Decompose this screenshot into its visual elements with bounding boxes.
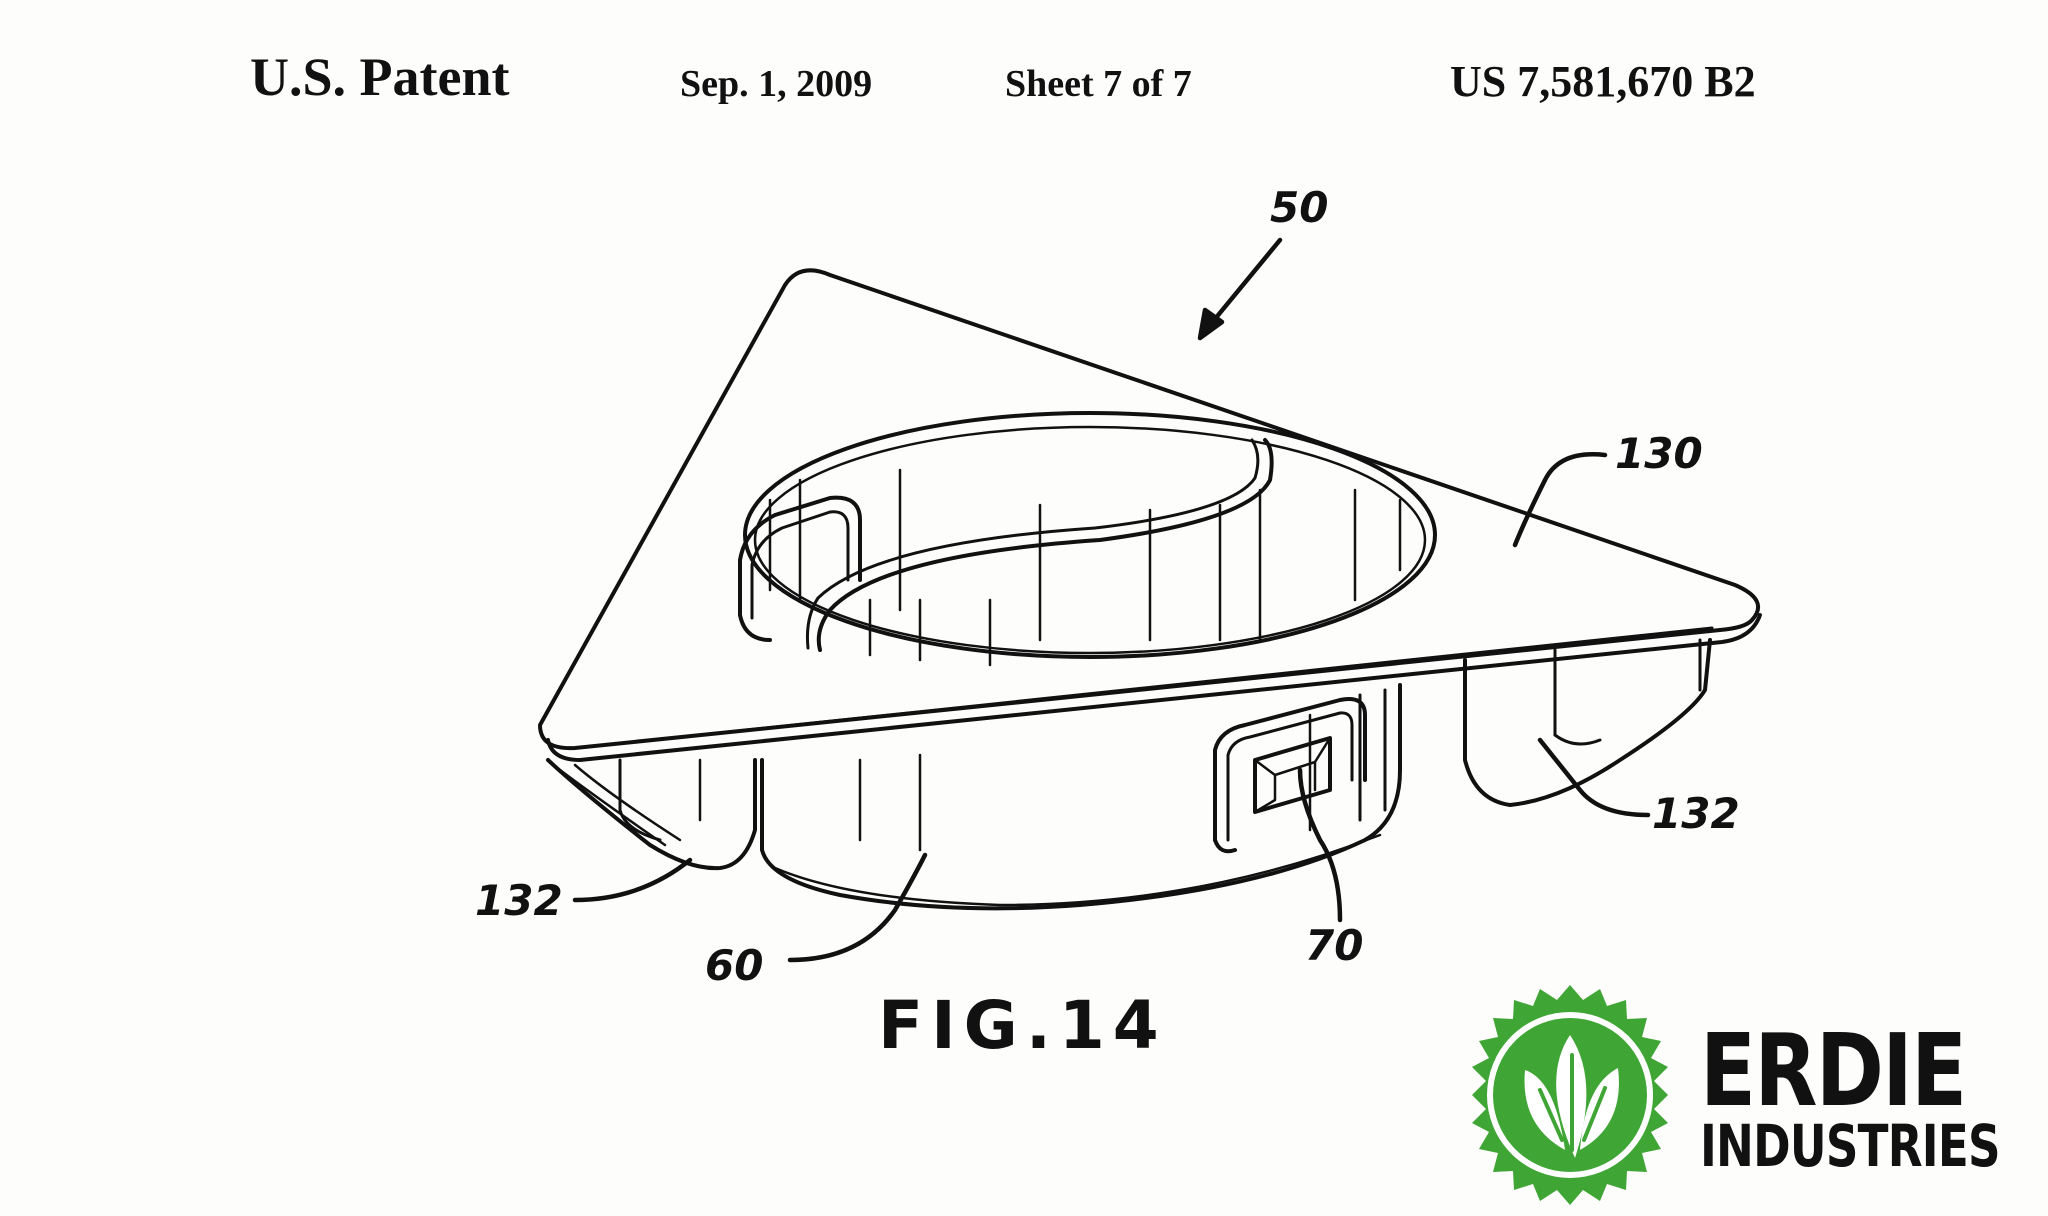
figure-label: FIG.14 bbox=[878, 987, 1167, 1064]
patent-date: Sep. 1, 2009 bbox=[680, 63, 873, 105]
patent-number: US 7,581,670 B2 bbox=[1450, 57, 1756, 106]
logo-name: ERDIE bbox=[1700, 1012, 1967, 1129]
leg-right bbox=[1463, 638, 1712, 807]
ref-label-70: 70 bbox=[1305, 921, 1363, 970]
collar-opening bbox=[738, 411, 1437, 667]
ref-label-50: 50 bbox=[1270, 183, 1328, 232]
ref-label-130: 130 bbox=[1615, 429, 1703, 478]
top-plate bbox=[538, 268, 1762, 762]
sheet-number: Sheet 7 of 7 bbox=[1005, 63, 1192, 105]
leaf-badge-icon bbox=[1472, 985, 1668, 1205]
leader-lines bbox=[572, 237, 1651, 963]
latch-70 bbox=[1213, 697, 1367, 854]
collar-60 bbox=[760, 683, 1402, 911]
patent-title: U.S. Patent bbox=[250, 47, 510, 107]
ref-label-132-left: 132 bbox=[475, 876, 563, 925]
logo-subname: INDUSTRIES bbox=[1700, 1112, 2001, 1180]
ref-label-60: 60 bbox=[705, 941, 763, 990]
ref-label-132-right: 132 bbox=[1652, 789, 1740, 838]
leg-left bbox=[546, 758, 757, 871]
